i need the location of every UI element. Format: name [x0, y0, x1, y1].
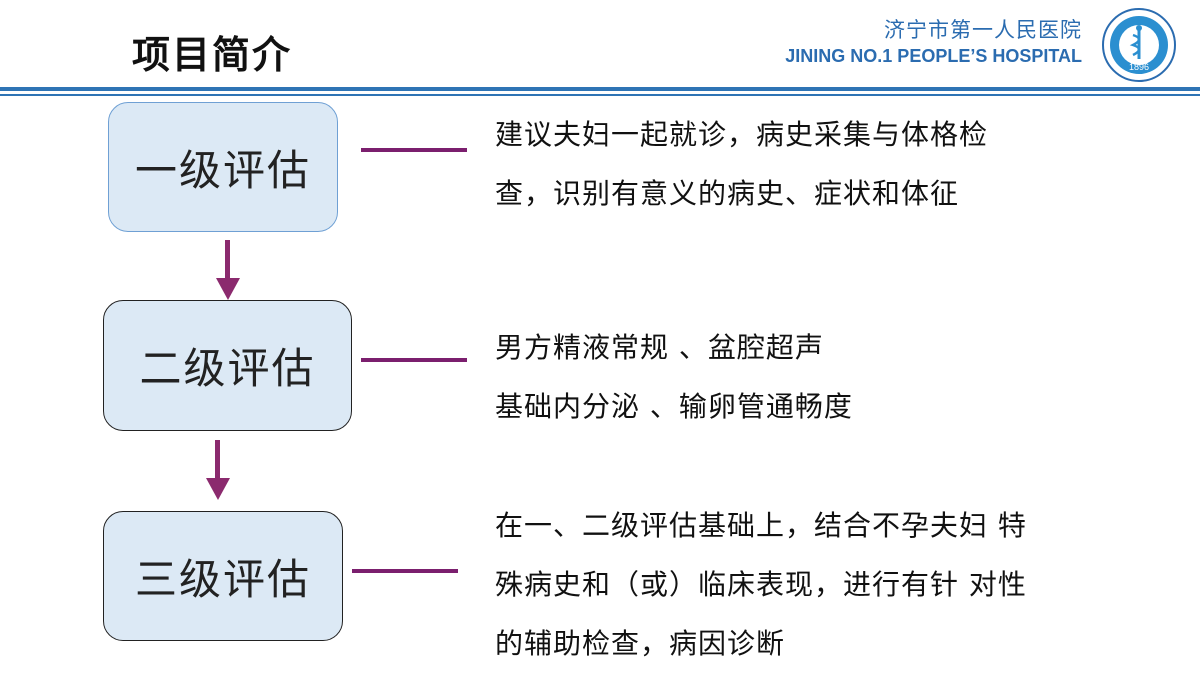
level-2-connector [361, 358, 467, 362]
level-1-desc-line: 建议夫妇一起就诊，病史采集与体格检 [495, 118, 989, 151]
level-2-desc-line: 男方精液常规 、盆腔超声 [495, 331, 824, 364]
level-1-description: 建议夫妇一起就诊，病史采集与体格检 查，识别有意义的病史、症状和体征 [495, 105, 988, 223]
header-rule-thick [0, 87, 1200, 91]
hospital-name-en: JINING NO.1 PEOPLE’S HOSPITAL [785, 46, 1082, 66]
level-2-desc-line: 基础内分泌 、输卵管通畅度 [495, 390, 853, 423]
level-3-desc-line: 殊病史和（或）临床表现，进行有针 对性 [495, 568, 1027, 601]
level-3-description: 在一、二级评估基础上，结合不孕夫妇 特 殊病史和（或）临床表现，进行有针 对性 … [495, 496, 1027, 673]
header-rule-thin [0, 94, 1200, 96]
level-1-desc-line: 查，识别有意义的病史、症状和体征 [495, 177, 960, 210]
level-1-box: 一级评估 [108, 102, 338, 232]
down-arrow-icon [206, 440, 230, 500]
page-title: 项目简介 [132, 33, 293, 77]
level-2-description: 男方精液常规 、盆腔超声 基础内分泌 、输卵管通畅度 [495, 318, 853, 436]
level-3-box: 三级评估 [103, 511, 343, 641]
level-3-desc-line: 的辅助检查，病因诊断 [495, 627, 786, 660]
level-3-connector [352, 569, 458, 573]
down-arrow-icon [216, 240, 240, 300]
level-2-box: 二级评估 [103, 300, 352, 431]
level-3-desc-line: 在一、二级评估基础上，结合不孕夫妇 特 [495, 509, 1027, 542]
logo-year: 1896 [1129, 62, 1149, 72]
hospital-logo: 1896 [1102, 8, 1176, 82]
level-1-connector [361, 148, 467, 152]
hospital-name-cn: 济宁市第一人民医院 [884, 18, 1082, 42]
